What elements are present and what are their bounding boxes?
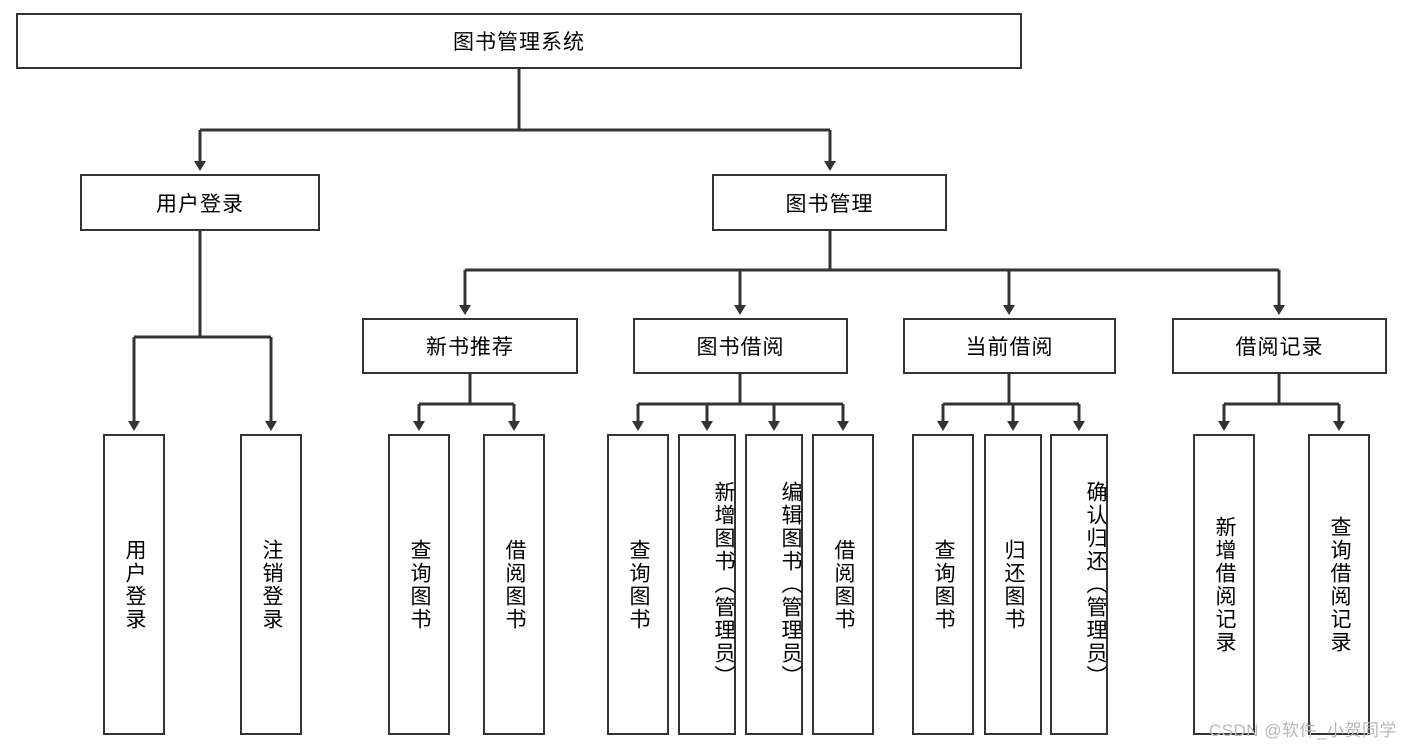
node-label: 用户登录 [123,538,147,631]
node-label: 查询图书 [408,538,432,631]
node-label: 归还图书 [1002,538,1026,631]
node-leaf-return-book[interactable]: 归还图书 [984,434,1042,735]
node-label: 用户登录 [156,192,244,216]
node-new-book-rec[interactable]: 新书推荐 [362,318,578,374]
node-label: 查询图书 [627,538,651,631]
node-leaf-add-book[interactable]: 新增图书（管理员） [678,434,736,735]
node-leaf-add-record[interactable]: 新增借阅记录 [1193,434,1255,735]
node-label: 查询图书 [932,538,956,631]
node-leaf-borrow-book[interactable]: 借阅图书 [812,434,874,735]
node-borrow-record[interactable]: 借阅记录 [1172,318,1387,374]
node-leaf-confirm-return[interactable]: 确认归还（管理员） [1050,434,1108,735]
node-leaf-query-book-cur[interactable]: 查询图书 [912,434,974,735]
node-current-borrow[interactable]: 当前借阅 [903,318,1116,374]
node-book-manage[interactable]: 图书管理 [712,174,947,231]
node-label: 查询借阅记录 [1328,515,1352,654]
node-label: 当前借阅 [965,336,1054,359]
node-leaf-user-login[interactable]: 用户登录 [103,434,165,735]
node-book-borrow[interactable]: 图书借阅 [633,318,848,374]
node-label: 新增借阅记录 [1213,515,1237,654]
node-label: 新增图书（管理员） [712,481,735,688]
node-leaf-edit-book[interactable]: 编辑图书（管理员） [745,434,803,735]
node-root[interactable]: 图书管理系统 [16,13,1022,69]
node-label: 借阅图书 [503,538,527,631]
node-label: 借阅图书 [832,538,856,631]
node-label: 确认归还（管理员） [1084,481,1107,688]
node-leaf-borrow-book-rec[interactable]: 借阅图书 [483,434,545,735]
node-label: 注销登录 [260,538,284,631]
node-label: 图书借阅 [696,336,785,359]
node-label: 图书管理系统 [453,31,585,54]
node-leaf-query-book-borrow[interactable]: 查询图书 [607,434,669,735]
node-label: 图书管理 [785,192,874,216]
node-label: 编辑图书（管理员） [779,481,802,688]
node-leaf-query-record[interactable]: 查询借阅记录 [1308,434,1370,735]
node-leaf-user-logout[interactable]: 注销登录 [240,434,302,735]
watermark: CSDN @软件_小贺同学 [1208,721,1397,740]
node-user-login[interactable]: 用户登录 [80,174,320,231]
node-label: 新书推荐 [426,336,514,359]
node-label: 借阅记录 [1235,336,1324,359]
node-leaf-query-book-rec[interactable]: 查询图书 [388,434,450,735]
